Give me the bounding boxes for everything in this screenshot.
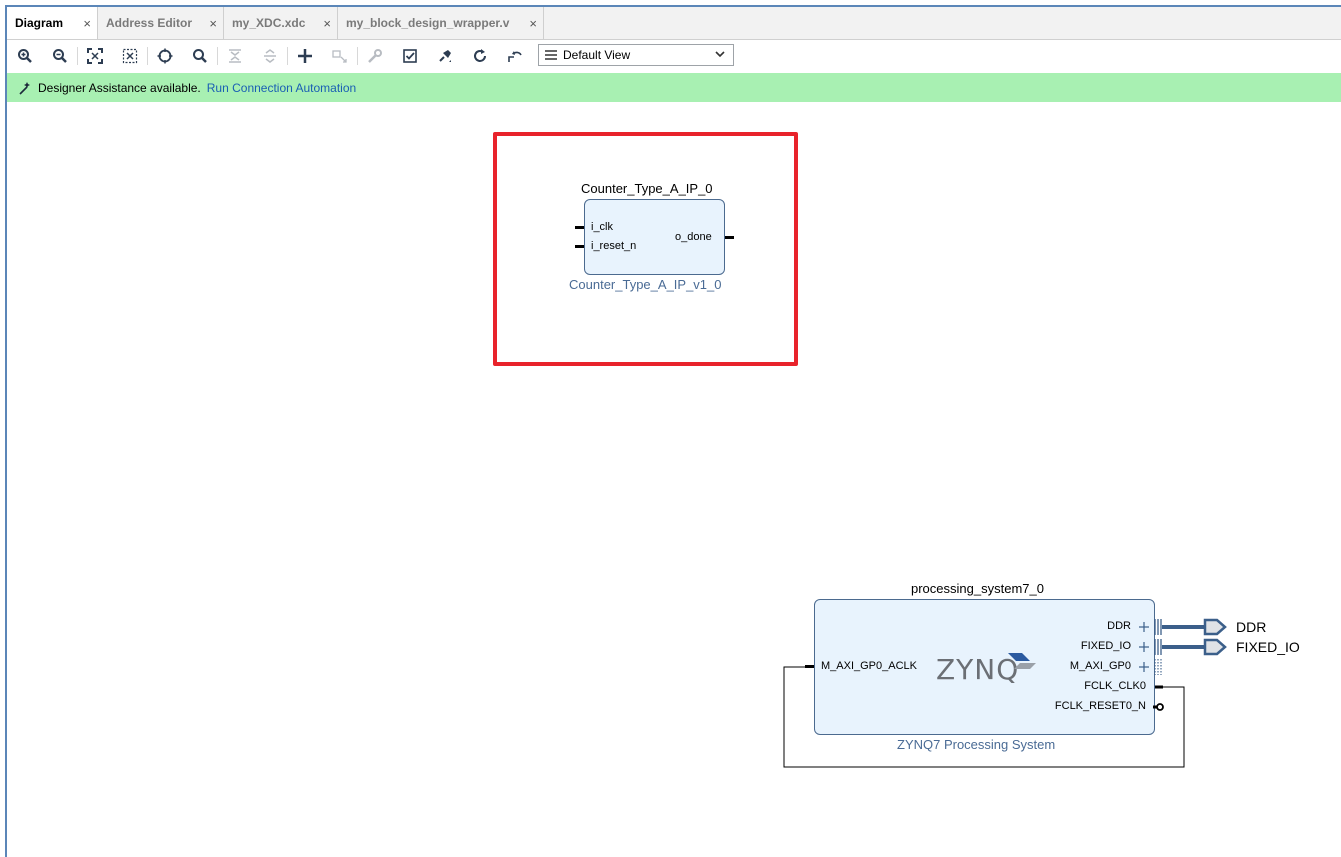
collapse-icon[interactable]: [225, 46, 245, 66]
magic-wand-icon: [19, 81, 30, 95]
close-icon[interactable]: ×: [83, 16, 91, 31]
port-pin[interactable]: [575, 226, 584, 229]
zynq-ip-name: ZYNQ7 Processing System: [897, 737, 1056, 752]
list-icon: [545, 48, 557, 62]
toolbar-separator: [217, 47, 218, 65]
port-pin[interactable]: [725, 236, 734, 239]
editor-frame: [5, 5, 1341, 857]
port-ddr[interactable]: DDR: [1107, 620, 1131, 632]
wiring-layer: [783, 618, 1227, 768]
run-connection-automation-link[interactable]: Run Connection Automation: [206, 80, 357, 95]
fit-full-icon[interactable]: [85, 46, 105, 66]
port-m-axi-gp0[interactable]: M_AXI_GP0: [1069, 660, 1131, 672]
make-external-icon[interactable]: [330, 46, 350, 66]
chevron-down-icon: [714, 48, 726, 63]
port-pin[interactable]: [805, 665, 814, 668]
view-select-value: Default View: [563, 48, 631, 62]
counter-ip-block[interactable]: [584, 199, 725, 275]
highlight-box: [493, 132, 798, 366]
tab-bar: Diagram × Address Editor × my_XDC.xdc × …: [7, 7, 1341, 40]
external-port-ddr[interactable]: DDR: [1236, 619, 1267, 635]
tab-diagram[interactable]: Diagram ×: [7, 7, 98, 39]
port-fclk-reset0-n[interactable]: FCLK_RESET0_N: [1054, 700, 1146, 712]
port-fixed-io[interactable]: FIXED_IO: [1080, 640, 1131, 652]
center-target-icon[interactable]: [155, 46, 175, 66]
zynq-ip-block[interactable]: [814, 599, 1155, 735]
zoom-out-icon[interactable]: [50, 46, 70, 66]
tab-wrapper-v[interactable]: my_block_design_wrapper.v ×: [338, 7, 544, 39]
banner-message: Designer Assistance available.: [38, 80, 201, 95]
fit-selection-icon[interactable]: [120, 46, 140, 66]
port-o-done[interactable]: o_done: [675, 231, 712, 243]
tab-address-editor[interactable]: Address Editor ×: [98, 7, 224, 39]
close-icon[interactable]: ×: [323, 16, 331, 31]
port-m-axi-gp0-aclk[interactable]: M_AXI_GP0_ACLK: [821, 660, 917, 672]
zynq-instance-name: processing_system7_0: [911, 581, 1044, 596]
auto-connect-pin-icon[interactable]: [435, 46, 455, 66]
zynq-logo-icon: [1008, 653, 1036, 669]
zynq-logo-text: ZYNQ: [936, 653, 1020, 686]
close-icon[interactable]: ×: [209, 16, 217, 31]
search-icon[interactable]: [190, 46, 210, 66]
toolbar-separator: [147, 47, 148, 65]
expand-icon[interactable]: [260, 46, 280, 66]
tab-my-xdc-label: my_XDC.xdc: [232, 16, 306, 30]
refresh-icon[interactable]: [470, 46, 490, 66]
counter-ip-name: Counter_Type_A_IP_v1_0: [569, 277, 722, 292]
tab-my-xdc[interactable]: my_XDC.xdc ×: [224, 7, 338, 39]
port-i-clk[interactable]: i_clk: [591, 221, 614, 233]
designer-assistance-banner: Designer Assistance available. Run Conne…: [7, 73, 1341, 102]
validate-icon[interactable]: [400, 46, 420, 66]
counter-instance-name: Counter_Type_A_IP_0: [581, 181, 713, 196]
zoom-in-icon[interactable]: [15, 46, 35, 66]
toolbar-separator: [77, 47, 78, 65]
external-port-fixed-io[interactable]: FIXED_IO: [1236, 639, 1300, 655]
settings-wrench-icon[interactable]: [365, 46, 385, 66]
port-pin[interactable]: [575, 245, 584, 248]
port-i-reset-n[interactable]: i_reset_n: [591, 240, 637, 252]
tab-address-editor-label: Address Editor: [106, 16, 193, 30]
tab-diagram-label: Diagram: [15, 16, 64, 30]
regenerate-layout-icon[interactable]: [505, 46, 525, 66]
tab-wrapper-v-label: my_block_design_wrapper.v: [346, 16, 510, 30]
close-icon[interactable]: ×: [529, 16, 537, 31]
toolbar-separator: [357, 47, 358, 65]
view-select[interactable]: Default View: [538, 44, 734, 66]
toolbar-separator: [287, 47, 288, 65]
add-ip-icon[interactable]: [295, 46, 315, 66]
port-fclk-clk0[interactable]: FCLK_CLK0: [1084, 680, 1146, 692]
